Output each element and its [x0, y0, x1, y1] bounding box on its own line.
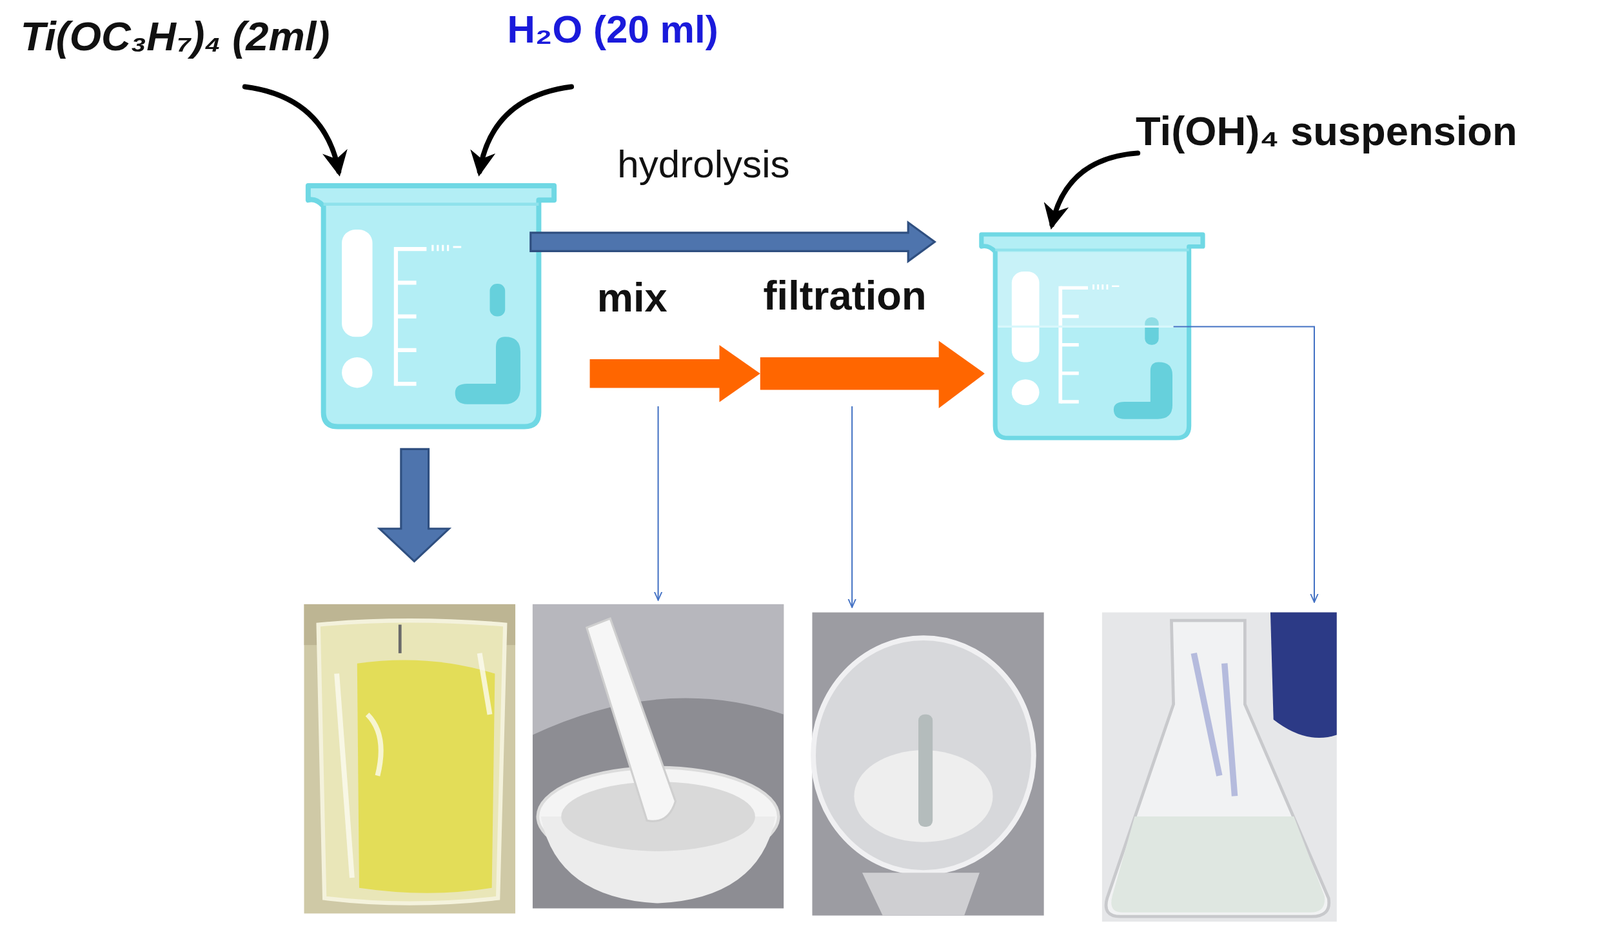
step-label: filtration [763, 271, 927, 319]
beaker-icon [308, 185, 554, 427]
mortar-photo [586, 618, 676, 821]
down-arrow [379, 448, 450, 562]
step-label: hydrolysis [617, 143, 790, 188]
flask-photo [1106, 620, 1330, 917]
beaker-icon [981, 234, 1203, 439]
hydrolysis-arrow [530, 222, 936, 262]
leader-line [658, 326, 1315, 607]
flask-photo [1111, 816, 1325, 913]
flask-photo [1270, 612, 1337, 738]
product-label: Ti(OH)₄ suspension [1135, 107, 1518, 155]
step-label: mix [597, 273, 668, 321]
funnel-photo [862, 872, 980, 916]
flask-photo [1102, 612, 1337, 923]
beaker-photo [336, 653, 490, 878]
pointer-arrow [479, 87, 572, 172]
funnel-photo [811, 612, 1044, 916]
reagent-label: Ti(OC₃H₇)₄ (2ml) [20, 12, 331, 60]
funnel-photo [813, 637, 1034, 873]
flask-photo [1193, 653, 1235, 797]
beaker-photo [398, 624, 402, 654]
step-arrow [590, 345, 761, 403]
funnel-photo [918, 714, 933, 827]
mortar-photo [532, 604, 784, 736]
beaker-icon [981, 234, 1203, 439]
mortar-photo [532, 604, 784, 909]
leader-line [1173, 326, 1315, 602]
down-arrow [379, 448, 450, 562]
beaker-photo [304, 604, 516, 914]
flask-photo [1102, 612, 1337, 923]
beaker-icon [308, 185, 554, 427]
reagent-label: H₂O (20 ml) [506, 8, 718, 53]
pointer-arrow [245, 87, 340, 172]
beaker-photo [304, 604, 516, 914]
pointer-arrow [245, 87, 1138, 226]
beaker-icon [997, 252, 1187, 327]
step-arrow [760, 341, 985, 409]
funnel-photo [811, 612, 1044, 916]
leader-line [657, 406, 660, 601]
leader-line [851, 406, 853, 608]
step-arrow [590, 341, 985, 409]
beaker-photo [357, 659, 496, 893]
beaker-photo [318, 620, 506, 903]
mortar-photo [532, 604, 784, 909]
hydrolysis-arrow [530, 222, 936, 262]
pointer-arrow [1051, 152, 1138, 225]
beaker-icon [997, 325, 1187, 328]
